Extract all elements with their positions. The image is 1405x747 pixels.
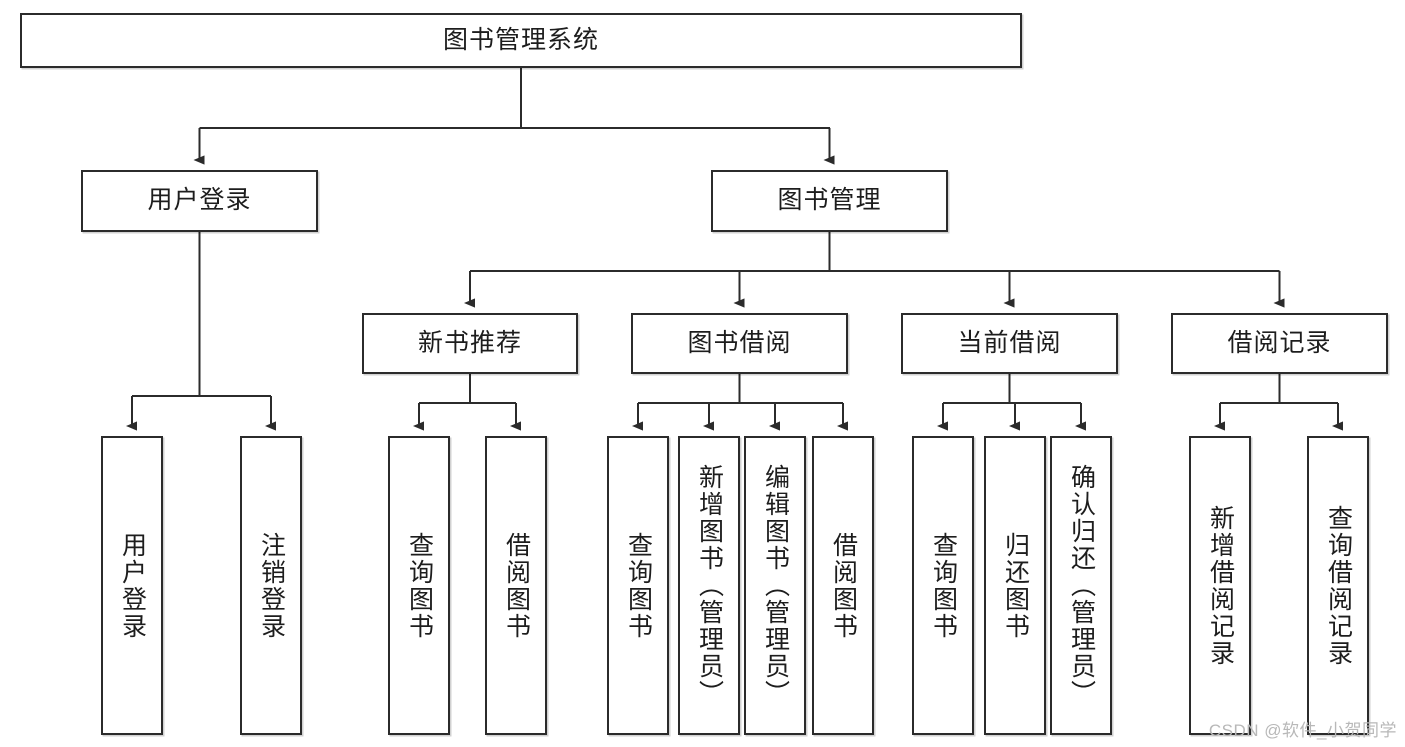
- node-current-borrow[interactable]: 当前借阅: [901, 313, 1118, 374]
- node-leaf-query-book-borrow[interactable]: 查询图书: [607, 436, 669, 735]
- node-leaf-query-book-new[interactable]: 查询图书: [388, 436, 450, 735]
- node-leaf-query-book-current[interactable]: 查询图书: [912, 436, 974, 735]
- node-user-login[interactable]: 用户登录: [81, 170, 318, 232]
- node-borrow-records[interactable]: 借阅记录: [1171, 313, 1388, 374]
- csdn-watermark: CSDN @软件_小贺同学: [1208, 721, 1397, 740]
- node-leaf-edit-book-admin[interactable]: 编辑图书（管理员）: [744, 436, 806, 735]
- node-leaf-query-borrow-record[interactable]: 查询借阅记录: [1307, 436, 1369, 735]
- node-book-management[interactable]: 图书管理: [711, 170, 948, 232]
- node-leaf-confirm-return-admin[interactable]: 确认归还（管理员）: [1050, 436, 1112, 735]
- node-leaf-add-book-admin[interactable]: 新增图书（管理员）: [678, 436, 740, 735]
- node-leaf-borrow-book[interactable]: 借阅图书: [812, 436, 874, 735]
- node-root-system[interactable]: 图书管理系统: [20, 13, 1022, 68]
- node-new-book-recommend[interactable]: 新书推荐: [362, 313, 578, 374]
- node-book-borrow[interactable]: 图书借阅: [631, 313, 848, 374]
- node-leaf-add-borrow-record[interactable]: 新增借阅记录: [1189, 436, 1251, 735]
- node-leaf-borrow-book-new[interactable]: 借阅图书: [485, 436, 547, 735]
- node-leaf-return-book[interactable]: 归还图书: [984, 436, 1046, 735]
- node-leaf-logout[interactable]: 注销登录: [240, 436, 302, 735]
- node-leaf-user-login[interactable]: 用户登录: [101, 436, 163, 735]
